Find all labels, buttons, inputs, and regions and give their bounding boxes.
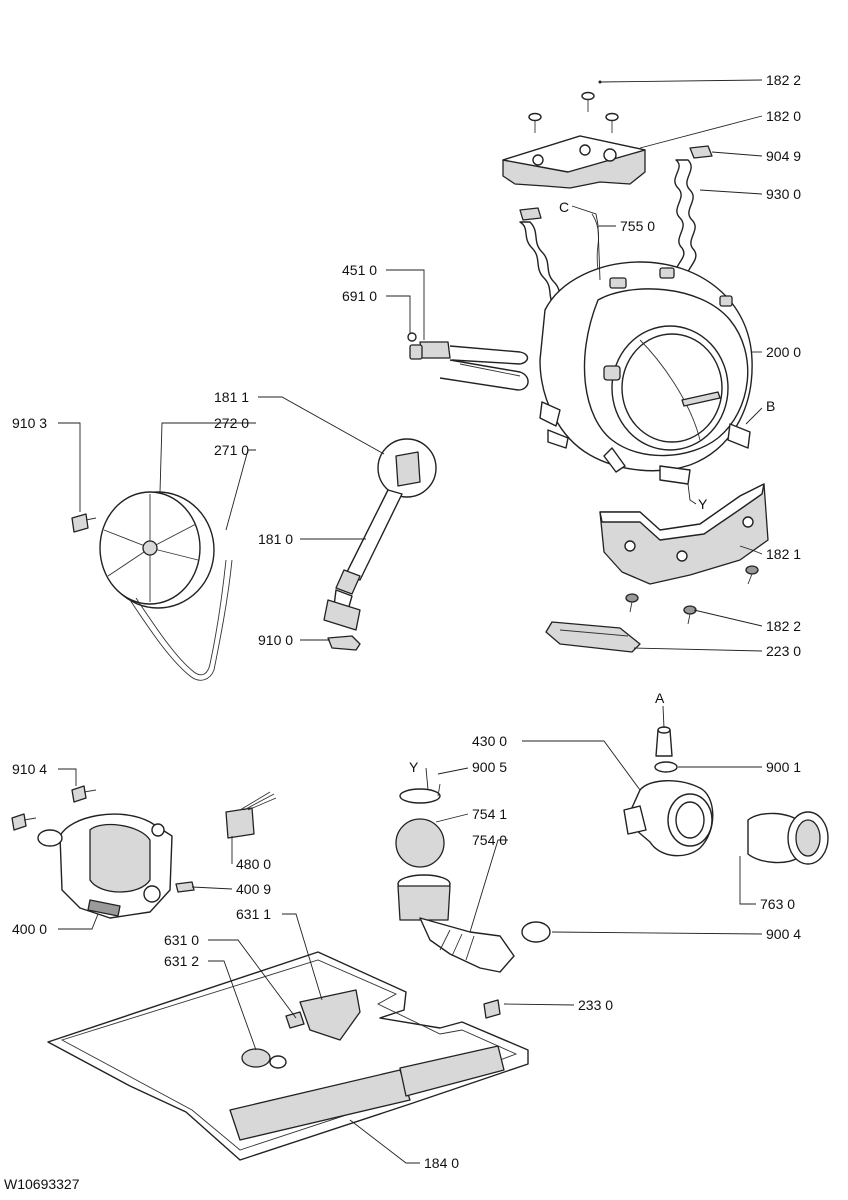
pump-filter: [747, 811, 829, 865]
callout-a: A: [655, 690, 665, 706]
base-frame: [47, 951, 529, 1161]
base-float: [241, 1048, 287, 1069]
counterweight-top: [502, 135, 646, 189]
base-foot-detail: [229, 1045, 505, 1141]
callout-754-1: 754 1: [472, 806, 507, 822]
callout-631-2: 631 2: [164, 953, 199, 969]
callout-631-1: 631 1: [236, 906, 271, 922]
document-id: W10693327: [4, 1176, 80, 1192]
callout-y-tub: Y: [698, 496, 708, 512]
callout-910-3: 910 3: [12, 415, 47, 431]
callout-y-sump: Y: [409, 759, 419, 775]
callout-763-0: 763 0: [760, 896, 795, 912]
shock-pin: [327, 635, 361, 651]
sump-hose: [397, 874, 515, 973]
motor: [37, 813, 173, 919]
callout-182-1: 182 1: [766, 546, 801, 562]
callout-labels: 182 2 182 0 904 9 930 0 C 755 0 451 0 69…: [12, 72, 801, 1171]
filter-gasket: [545, 621, 641, 653]
callout-182-0: 182 0: [766, 108, 801, 124]
motor-harness-connector: [225, 791, 277, 839]
rear-bracket: [599, 483, 769, 585]
callout-631-0: 631 0: [164, 932, 199, 948]
callout-184-0: 184 0: [424, 1155, 459, 1171]
callout-233-0: 233 0: [578, 997, 613, 1013]
callout-480-0: 480 0: [236, 856, 271, 872]
callout-272-0: 272 0: [214, 415, 249, 431]
top-screws: [528, 91, 619, 133]
callout-451-0: 451 0: [342, 262, 377, 278]
drive-belt: [129, 559, 233, 681]
leader-lines: [58, 79, 763, 1164]
pump-hose-connector: [655, 726, 673, 757]
suspension-spring-right: [674, 159, 697, 273]
tub-assembly: [539, 261, 753, 485]
sump-valve: [399, 783, 441, 804]
callout-223-0: 223 0: [766, 643, 801, 659]
callout-200-0: 200 0: [766, 344, 801, 360]
callout-900-1: 900 1: [766, 759, 801, 775]
callout-400-0: 400 0: [12, 921, 47, 937]
spring-clip: [519, 145, 713, 221]
callout-430-0: 430 0: [472, 733, 507, 749]
callout-910-4: 910 4: [12, 761, 47, 777]
shock-absorber: [323, 438, 437, 631]
motor-connector-pin: [175, 881, 195, 893]
callout-910-0: 910 0: [258, 632, 293, 648]
base-clip: [483, 999, 501, 1019]
callout-900-5: 900 5: [472, 759, 507, 775]
callout-b: B: [766, 398, 775, 414]
pulley-screw: [71, 513, 97, 533]
callout-271-0: 271 0: [214, 442, 249, 458]
callout-754-0: 754 0: [472, 832, 507, 848]
callout-181-0: 181 0: [258, 531, 293, 547]
bracket-screws: [625, 565, 759, 625]
callout-900-4: 900 4: [766, 926, 801, 942]
base-bracket: [299, 989, 361, 1041]
motor-screws: [11, 785, 97, 831]
callout-904-9: 904 9: [766, 148, 801, 164]
base-switch: [285, 1011, 305, 1029]
callout-691-0: 691 0: [342, 288, 377, 304]
callout-182-2-top: 182 2: [766, 72, 801, 88]
callout-181-1: 181 1: [214, 389, 249, 405]
drain-pump: [623, 780, 714, 857]
sump-ball: [395, 818, 445, 868]
hose-clamp: [521, 921, 551, 943]
callout-400-9: 400 9: [236, 881, 271, 897]
callout-c: C: [559, 199, 569, 215]
callout-755-0: 755 0: [620, 218, 655, 234]
callout-930-0: 930 0: [766, 186, 801, 202]
pump-clamp: [654, 761, 678, 773]
drum-pulley: [99, 491, 215, 609]
callout-182-2-bottom: 182 2: [766, 618, 801, 634]
heater-element: [407, 332, 529, 391]
